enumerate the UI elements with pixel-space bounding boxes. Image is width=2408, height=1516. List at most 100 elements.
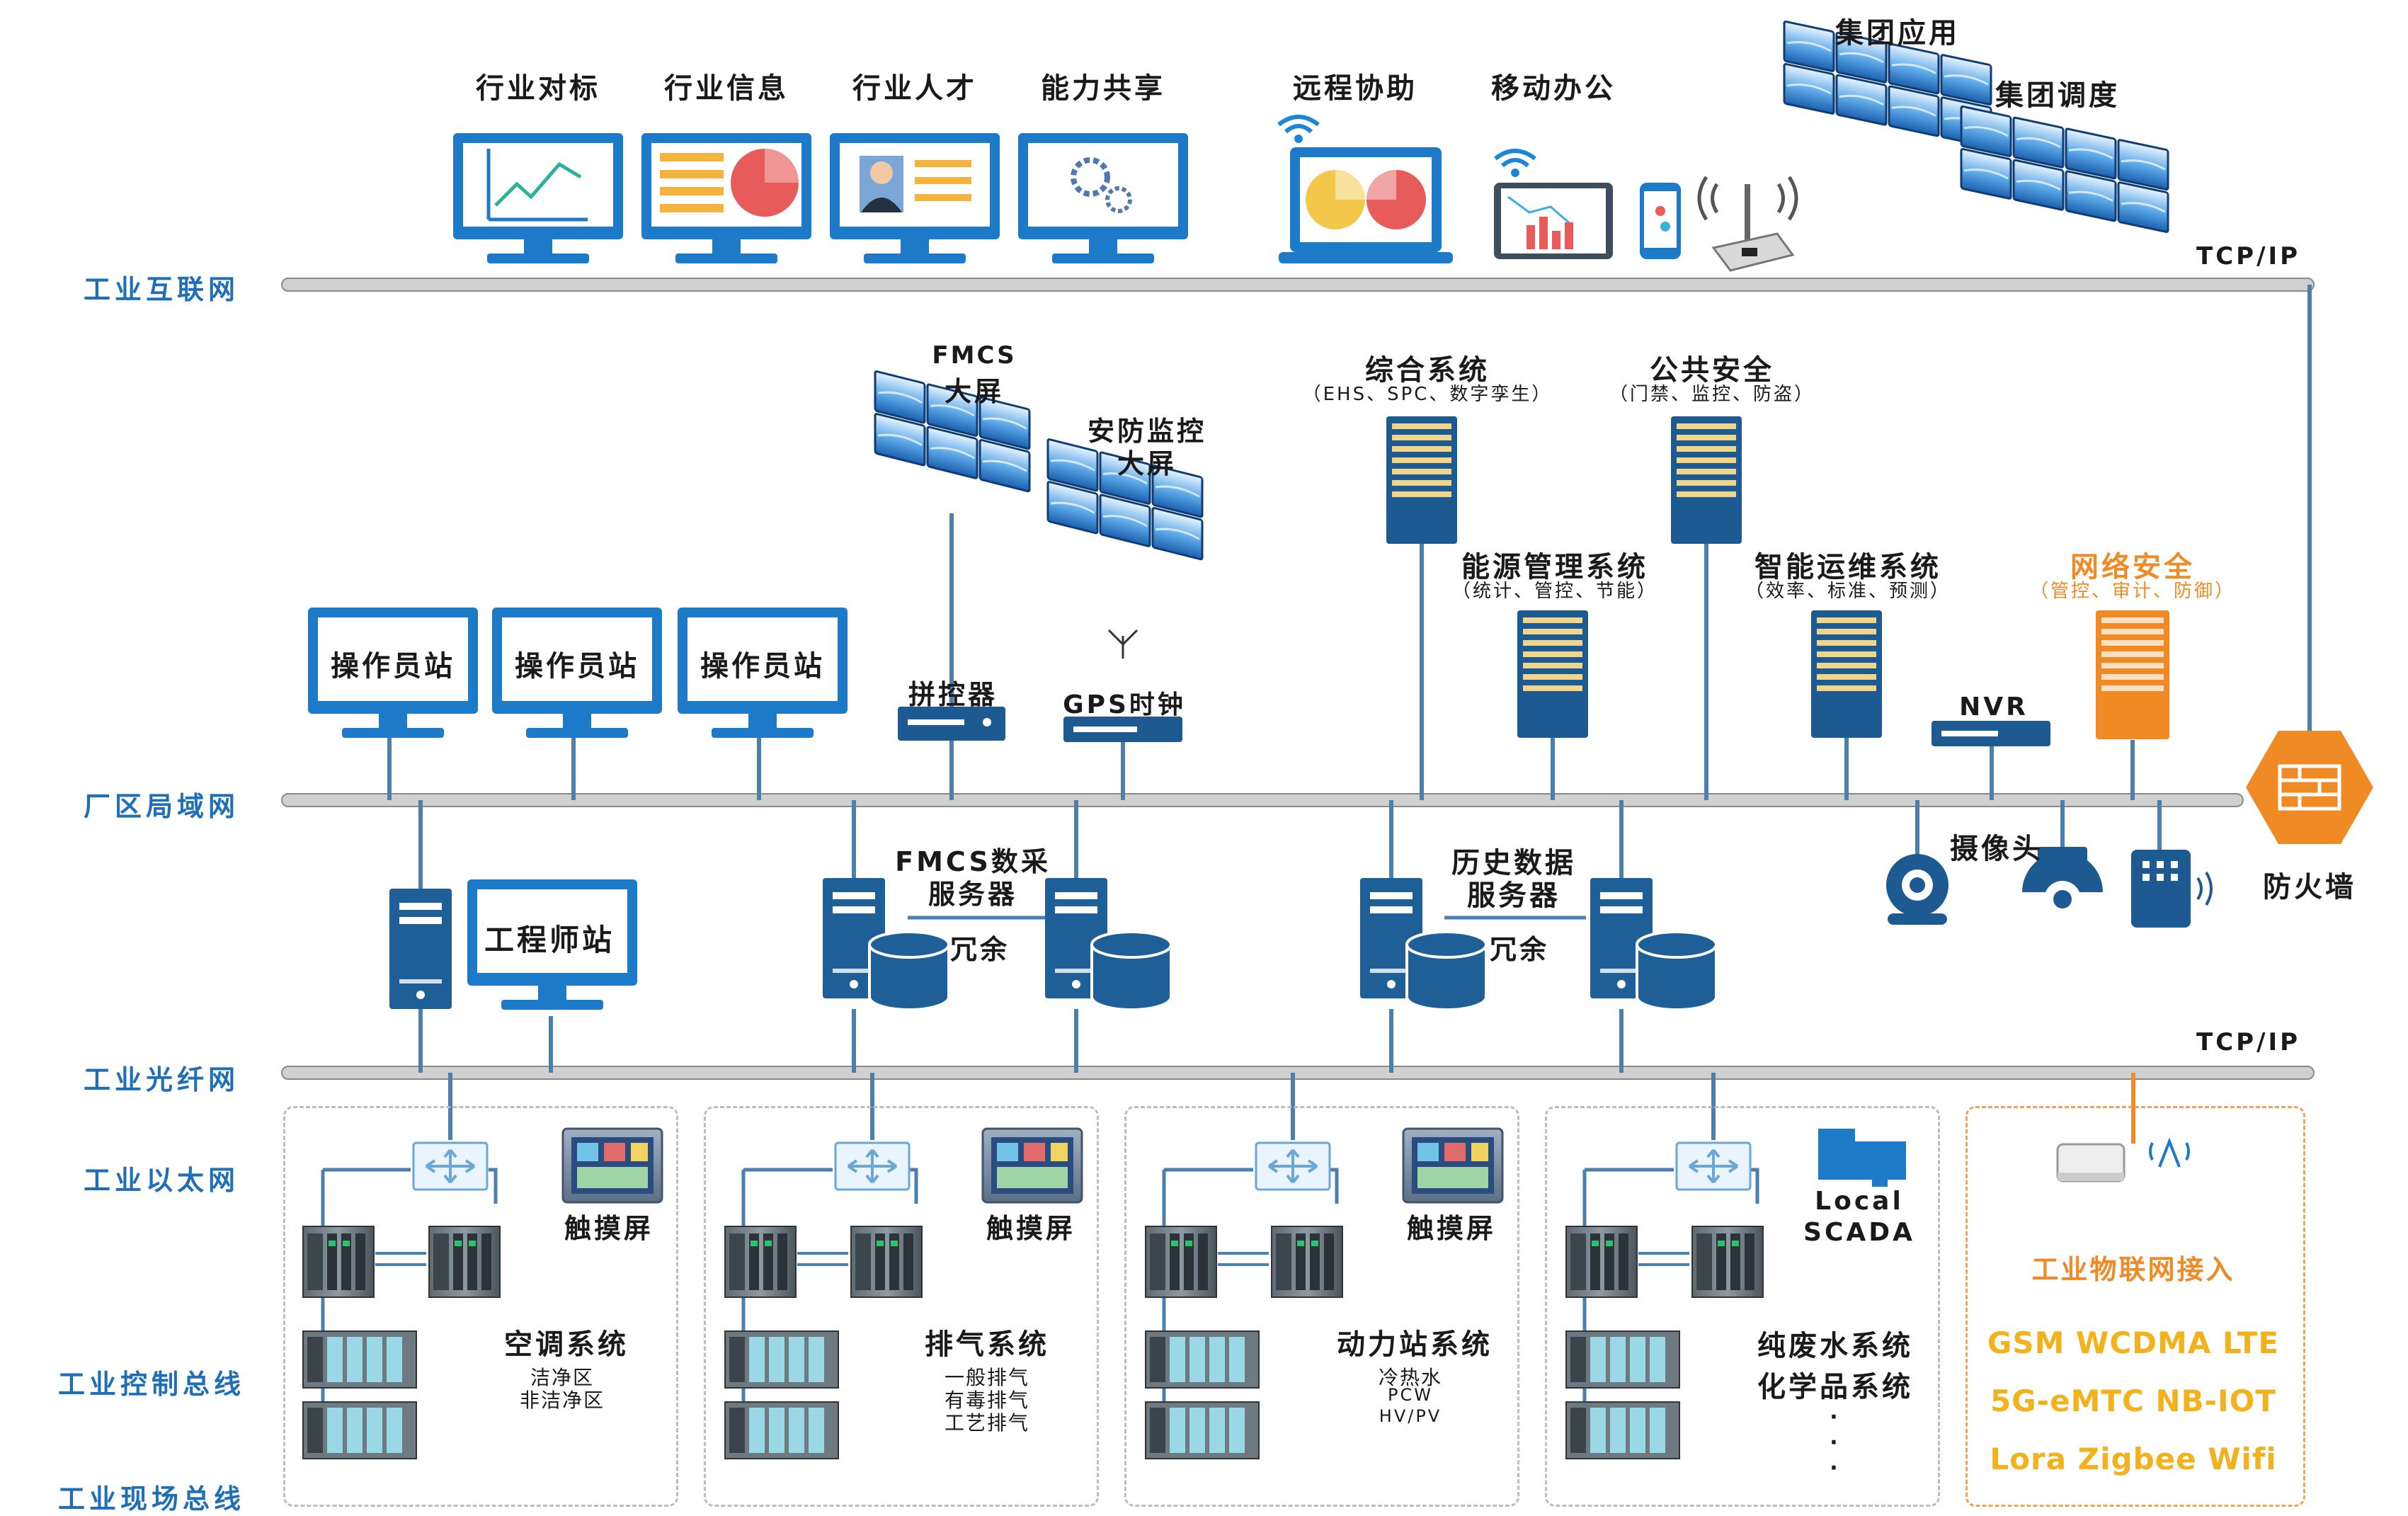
label-energy: 能源管理系统 xyxy=(1461,551,1648,583)
label-system-4b: 化学品系统 xyxy=(1757,1371,1913,1403)
label-fiber: 工业光纤网 xyxy=(84,1064,240,1095)
label-fmcs-screen-2: 大屏 xyxy=(944,376,1005,407)
nvr-device xyxy=(1931,721,2050,746)
zone-hvac xyxy=(283,1106,678,1507)
field-group-1-devices xyxy=(302,1127,663,1459)
label-detail-2-1: 有毒排气 xyxy=(944,1389,1030,1412)
label-group-app: 集团应用 xyxy=(1835,17,1960,50)
rack-ops xyxy=(1811,610,1882,738)
field-group-4-devices xyxy=(1565,1129,1906,1459)
label-local-1: Local xyxy=(1815,1187,1904,1216)
label-public-safety: 公共安全 xyxy=(1650,354,1774,387)
camera-1 xyxy=(1886,854,1948,925)
label-security-screen-1: 安防监控 xyxy=(1087,416,1207,447)
label-history-redundant: 冗余 xyxy=(1489,934,1550,965)
label-benchmark: 行业对标 xyxy=(476,72,600,105)
rack-integrated xyxy=(1386,416,1457,544)
top-monitor-benchmark xyxy=(453,133,623,263)
label-security-screen-2: 大屏 xyxy=(1117,448,1177,479)
label-system-1: 空调系统 xyxy=(504,1328,629,1361)
zone-water xyxy=(1545,1106,1940,1507)
fmcs-server-b xyxy=(1045,878,1172,1011)
label-dot-1: · xyxy=(1830,1405,1841,1430)
label-gps: GPS时钟 xyxy=(1063,690,1186,719)
label-group-dispatch: 集团调度 xyxy=(1995,79,2120,112)
label-energy-sub: （统计、管控、节能） xyxy=(1451,581,1658,602)
label-history-2: 服务器 xyxy=(1467,879,1560,912)
label-ethernet: 工业以太网 xyxy=(84,1165,240,1196)
label-iot-title: 工业物联网接入 xyxy=(2031,1254,2235,1285)
gps-device xyxy=(1063,629,1182,742)
label-lan: 厂区局域网 xyxy=(84,791,240,822)
label-remote: 远程协助 xyxy=(1293,72,1417,105)
top-monitor-capability xyxy=(1018,133,1188,263)
label-dot-2: · xyxy=(1830,1430,1841,1455)
label-fmcs-redundant: 冗余 xyxy=(949,934,1010,965)
firewall-device xyxy=(2246,731,2373,844)
label-camera: 摄像头 xyxy=(1950,833,2043,865)
label-touch-3: 触摸屏 xyxy=(1406,1213,1497,1244)
label-system-4: 纯废水系统 xyxy=(1757,1330,1913,1362)
label-tcpip-top: TCP/IP xyxy=(2196,242,2301,270)
tablet-mobile xyxy=(1494,151,1681,259)
label-operator-2: 操作员站 xyxy=(515,650,639,683)
label-fmcs-server-1: FMCS数采 xyxy=(895,846,1051,877)
label-system-3: 动力站系统 xyxy=(1337,1328,1493,1361)
label-internet: 工业互联网 xyxy=(84,274,240,305)
label-splicer: 拼控器 xyxy=(908,679,998,710)
iot-gateway xyxy=(2056,1137,2190,1182)
label-capability: 能力共享 xyxy=(1041,72,1165,105)
connectors xyxy=(387,285,2312,1140)
label-control-bus: 工业控制总线 xyxy=(58,1369,246,1400)
label-field-bus: 工业现场总线 xyxy=(58,1483,246,1515)
top-monitor-info xyxy=(641,133,811,263)
bus-lines xyxy=(281,278,2315,1080)
rack-netsec xyxy=(2096,610,2169,739)
label-detail-3-0: 冷热水 xyxy=(1378,1366,1443,1389)
label-detail-3-2: HV/PV xyxy=(1379,1406,1442,1426)
label-iot-line2: 5G-eMTC NB-IOT xyxy=(1990,1384,2277,1418)
top-monitor-talent xyxy=(830,133,1000,263)
label-netsec-sub: （管控、审计、防御） xyxy=(2029,581,2236,602)
label-integrated-sub: （EHS、SPC、数字孪生） xyxy=(1302,384,1553,405)
rack-energy xyxy=(1517,610,1588,738)
label-operator-1: 操作员站 xyxy=(331,650,455,683)
label-engineer: 工程师站 xyxy=(484,923,615,957)
label-history-1: 历史数据 xyxy=(1451,847,1576,879)
label-dot-3: · xyxy=(1830,1456,1841,1481)
access-control xyxy=(2131,850,2213,928)
rack-public-safety xyxy=(1671,416,1742,544)
video-wall-group-dispatch xyxy=(1960,105,2169,234)
label-detail-2-0: 一般排气 xyxy=(944,1366,1030,1389)
label-touch-1: 触摸屏 xyxy=(564,1213,654,1244)
label-system-2: 排气系统 xyxy=(925,1328,1049,1361)
label-nvr: NVR xyxy=(1959,693,2028,722)
label-operator-3: 操作员站 xyxy=(700,650,825,683)
label-talent: 行业人才 xyxy=(852,72,977,105)
splicer-device xyxy=(898,707,1005,741)
laptop-remote xyxy=(1279,117,1453,263)
label-tcpip-bottom: TCP/IP xyxy=(2196,1028,2301,1056)
label-firewall: 防火墙 xyxy=(2263,871,2356,904)
zone-power xyxy=(1124,1106,1519,1507)
label-ops: 智能运维系统 xyxy=(1754,551,1941,583)
engineer-tower xyxy=(389,889,452,1009)
label-public-safety-sub: （门禁、监控、防盗） xyxy=(1609,384,1815,405)
camera-2 xyxy=(2022,847,2103,918)
label-ops-sub: （效率、标准、预测） xyxy=(1745,581,1951,602)
label-touch-2: 触摸屏 xyxy=(986,1213,1076,1244)
label-netsec: 网络安全 xyxy=(2070,551,2195,583)
label-detail-1-0: 洁净区 xyxy=(530,1366,595,1389)
zone-exhaust xyxy=(704,1106,1099,1507)
label-iot-line3: Lora Zigbee Wifi xyxy=(1990,1442,2277,1476)
history-server-b xyxy=(1590,878,1718,1011)
label-detail-2-2: 工艺排气 xyxy=(944,1411,1030,1435)
label-local-2: SCADA xyxy=(1803,1218,1915,1247)
label-fmcs-screen-1: FMCS xyxy=(932,341,1017,370)
label-iot-line1: GSM WCDMA LTE xyxy=(1987,1326,2280,1360)
label-fmcs-server-2: 服务器 xyxy=(928,879,1018,910)
field-group-3-devices xyxy=(1145,1127,1504,1459)
label-detail-1-1: 非洁净区 xyxy=(519,1389,605,1412)
label-integrated: 综合系统 xyxy=(1365,354,1490,387)
